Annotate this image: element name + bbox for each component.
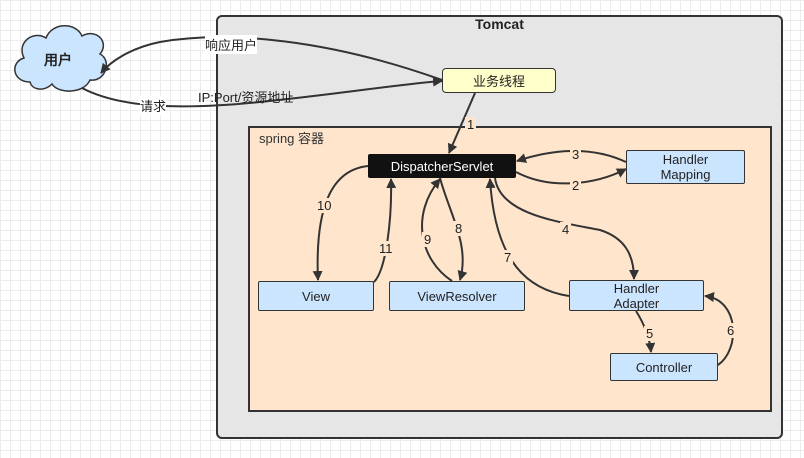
step-label-8: 8: [453, 221, 465, 236]
view-node: View: [258, 281, 374, 311]
step-label-10: 10: [315, 198, 334, 213]
step-label-7: 7: [502, 250, 514, 265]
handler-mapping-node: Handler Mapping: [626, 150, 745, 184]
edge-request: [81, 76, 443, 108]
user-node: 用户: [44, 52, 72, 68]
edge-step-10: [312, 165, 369, 281]
edge-step-4: [494, 177, 639, 280]
dispatcher-servlet-node: DispatcherServlet: [368, 154, 516, 178]
step-label-5: 5: [644, 326, 656, 341]
edge-step-1: [447, 92, 476, 154]
edge-label-request: 请求: [140, 96, 167, 115]
edge-step-11: [373, 178, 397, 283]
step-label-6: 6: [725, 323, 737, 338]
edge-step-7: [485, 178, 570, 297]
step-label-9: 9: [422, 232, 434, 247]
edge-response: [100, 36, 443, 81]
step-label-1: 1: [465, 117, 477, 132]
step-label-3: 3: [570, 147, 582, 162]
spring-container-title: spring 容器: [259, 131, 325, 146]
edge-label-response: 响应用户: [205, 35, 258, 54]
step-label-4: 4: [560, 222, 572, 237]
step-label-11: 11: [377, 241, 395, 256]
tomcat-title: Tomcat: [475, 16, 524, 32]
view-resolver-node: ViewResolver: [389, 281, 525, 311]
worker-thread-node: 业务线程: [442, 68, 556, 93]
edge-label-address: IP:Port/资源地址: [198, 90, 294, 105]
user-cloud-shape: [14, 25, 108, 92]
edge-step-9: [421, 178, 453, 282]
handler-adapter-node: Handler Adapter: [569, 280, 704, 311]
controller-node: Controller: [610, 353, 718, 381]
step-label-2: 2: [570, 178, 582, 193]
